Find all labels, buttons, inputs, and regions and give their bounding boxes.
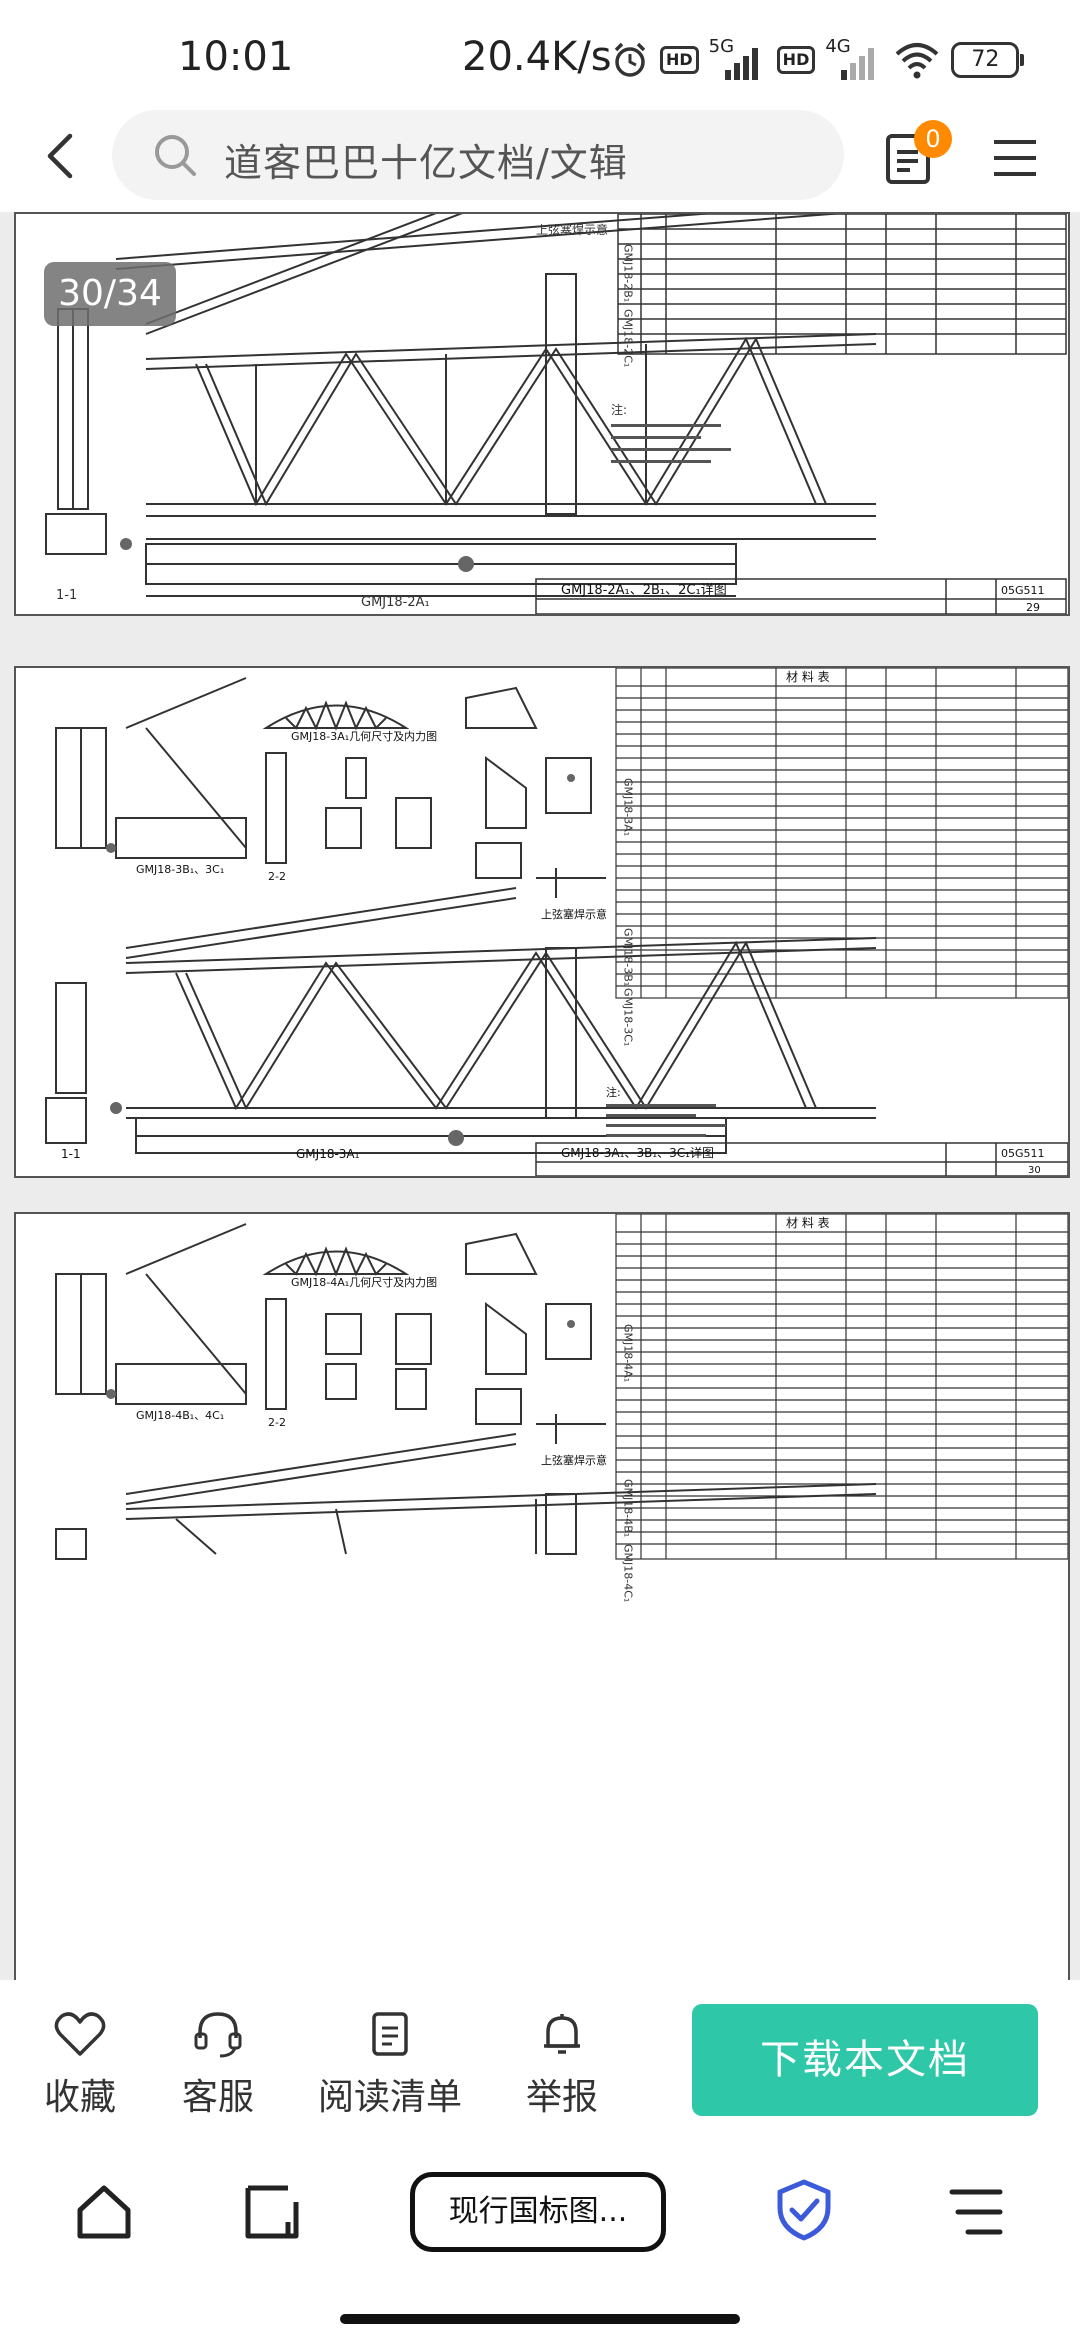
document-page-29: GMJ18-2B₁ GMJ18-2C₁ 上弦塞焊示意 注: GMJ18-2A₁ … (14, 212, 1070, 616)
signal-5g-icon: 5G (709, 36, 767, 80)
action-bar: 收藏 客服 阅读清单 举报 下载本文档 (0, 1980, 1080, 2150)
signal-4g-icon: 4G (825, 36, 883, 80)
table-code-2b: GMJ18-2B₁ (622, 244, 635, 302)
app-header: 道客巴巴十亿文档/文辑 0 (0, 108, 1080, 208)
table-code-4b: GMJ18-4B₁ (622, 1479, 635, 1537)
table-code-4a: GMJ18-4A₁ (622, 1324, 635, 1382)
section-2-2-label: 2-2 (268, 870, 286, 883)
bell-icon (544, 2014, 580, 2054)
battery-level: 72 (971, 47, 1000, 72)
home-indicator (340, 2314, 740, 2324)
geometry-caption: GMJ18-4A₁几何尺寸及内力图 (291, 1275, 437, 1289)
page-number: 29 (1026, 601, 1040, 614)
wifi-icon (896, 43, 939, 79)
customer-service-button[interactable]: 客服 (176, 2010, 260, 2120)
shield-check-icon[interactable] (772, 2178, 836, 2242)
report-button[interactable]: 举报 (520, 2010, 604, 2120)
reading-list-label: 阅读清单 (318, 2077, 463, 2118)
sim2-label: 4G (825, 36, 851, 57)
status-time: 10:01 (178, 34, 294, 80)
detail-caption: GMJ18-3B₁、3C₁ (136, 863, 224, 876)
reading-list-button[interactable]: 阅读清单 (318, 2010, 462, 2120)
favorite-label: 收藏 (43, 2077, 116, 2118)
drawing-label: GMJ18-2A₁ (361, 595, 430, 610)
search-icon (155, 135, 196, 176)
document-title-tab[interactable]: 现行国标图... (410, 2172, 666, 2252)
table-code-2c: GMJ18-2C₁ (622, 309, 635, 367)
page-counter: 30/34 (44, 262, 176, 326)
note-label: 注: (606, 1085, 621, 1099)
title-block: GMJ18-2A₁、2B₁、2C₁详图 (561, 583, 727, 598)
title-block: GMJ18-3A₁、3B₁、3C₁详图 (561, 1145, 714, 1160)
menu-lines-icon[interactable] (944, 2186, 1008, 2238)
section-2-2-label: 2-2 (268, 1416, 286, 1429)
geometry-caption: GMJ18-3A₁几何尺寸及内力图 (291, 729, 437, 743)
back-arrow-icon[interactable] (32, 126, 92, 186)
document-page-30: 材 料 表 GMJ18-3A₁ GMJ18-3B₁ GMJ18-3C₁ GMJ1… (14, 666, 1070, 1178)
engineering-drawing: 材 料 表 GMJ18-4A₁ GMJ18-4B₁ GMJ18-4C₁ GMJ1… (55, 1214, 1068, 1602)
hd-badge: HD (660, 46, 699, 74)
report-label: 举报 (525, 2077, 598, 2118)
atlas-number: 05G511 (1001, 584, 1045, 597)
menu-icon[interactable] (990, 136, 1040, 180)
engineering-drawing: GMJ18-2B₁ GMJ18-2C₁ 上弦塞焊示意 注: GMJ18-2A₁ … (45, 214, 1067, 614)
table-code-3c: GMJ18-3C₁ (622, 988, 635, 1046)
home-icon[interactable] (72, 2182, 136, 2242)
upper-chord-label: 上弦塞焊示意 (541, 1453, 607, 1467)
customer-service-label: 客服 (181, 2077, 254, 2118)
atlas-number: 05G511 (1001, 1147, 1045, 1160)
material-table-title: 材 料 表 (786, 670, 830, 684)
table-code-3a: GMJ18-3A₁ (622, 778, 635, 836)
battery-icon: 72 (951, 42, 1025, 78)
status-bar: 10:01 20.4K/s HD 5G HD 4G 72 (0, 0, 1080, 110)
page-number: 30 (1028, 1165, 1041, 1176)
note-label: 注: (611, 402, 627, 417)
sim1-label: 5G (708, 36, 735, 57)
tabs-icon[interactable] (240, 2182, 304, 2242)
clipboard-icon (372, 2012, 408, 2056)
material-table-title: 材 料 表 (786, 1216, 830, 1230)
network-speed: 20.4K/s (462, 34, 612, 80)
section-label: 1-1 (61, 1147, 81, 1161)
upper-chord-label: 上弦塞焊示意 (541, 907, 607, 921)
favorite-button[interactable]: 收藏 (38, 2010, 122, 2120)
status-icons: HD 5G HD 4G 72 (610, 36, 1025, 82)
document-viewer[interactable]: GMJ18-2B₁ GMJ18-2C₁ 上弦塞焊示意 注: GMJ18-2A₁ … (0, 212, 1080, 1980)
navigation-bar: 现行国标图... (0, 2150, 1080, 2340)
drawing-label: GMJ18-3A₁ (296, 1147, 360, 1161)
detail-caption: GMJ18-4B₁、4C₁ (136, 1409, 224, 1422)
download-button[interactable]: 下载本文档 (692, 2004, 1038, 2116)
upper-chord-label: 上弦塞焊示意 (536, 222, 608, 237)
table-code-3b: GMJ18-3B₁ (622, 928, 635, 986)
engineering-drawing: 材 料 表 GMJ18-3A₁ GMJ18-3B₁ GMJ18-3C₁ GMJ1… (45, 668, 1068, 1176)
document-page-31: 材 料 表 GMJ18-4A₁ GMJ18-4B₁ GMJ18-4C₁ GMJ1… (14, 1212, 1070, 1980)
heart-icon (54, 2012, 106, 2056)
section-label: 1-1 (56, 588, 77, 603)
search-bar[interactable]: 道客巴巴十亿文档/文辑 (112, 110, 844, 200)
hd-badge-2: HD (776, 46, 816, 74)
alarm-icon (614, 42, 646, 77)
search-input[interactable]: 道客巴巴十亿文档/文辑 (224, 141, 628, 185)
headset-icon (194, 2012, 242, 2058)
reading-list-icon[interactable] (884, 128, 936, 188)
notification-badge: 0 (914, 120, 952, 158)
table-code-4c: GMJ18-4C₁ (622, 1544, 635, 1602)
